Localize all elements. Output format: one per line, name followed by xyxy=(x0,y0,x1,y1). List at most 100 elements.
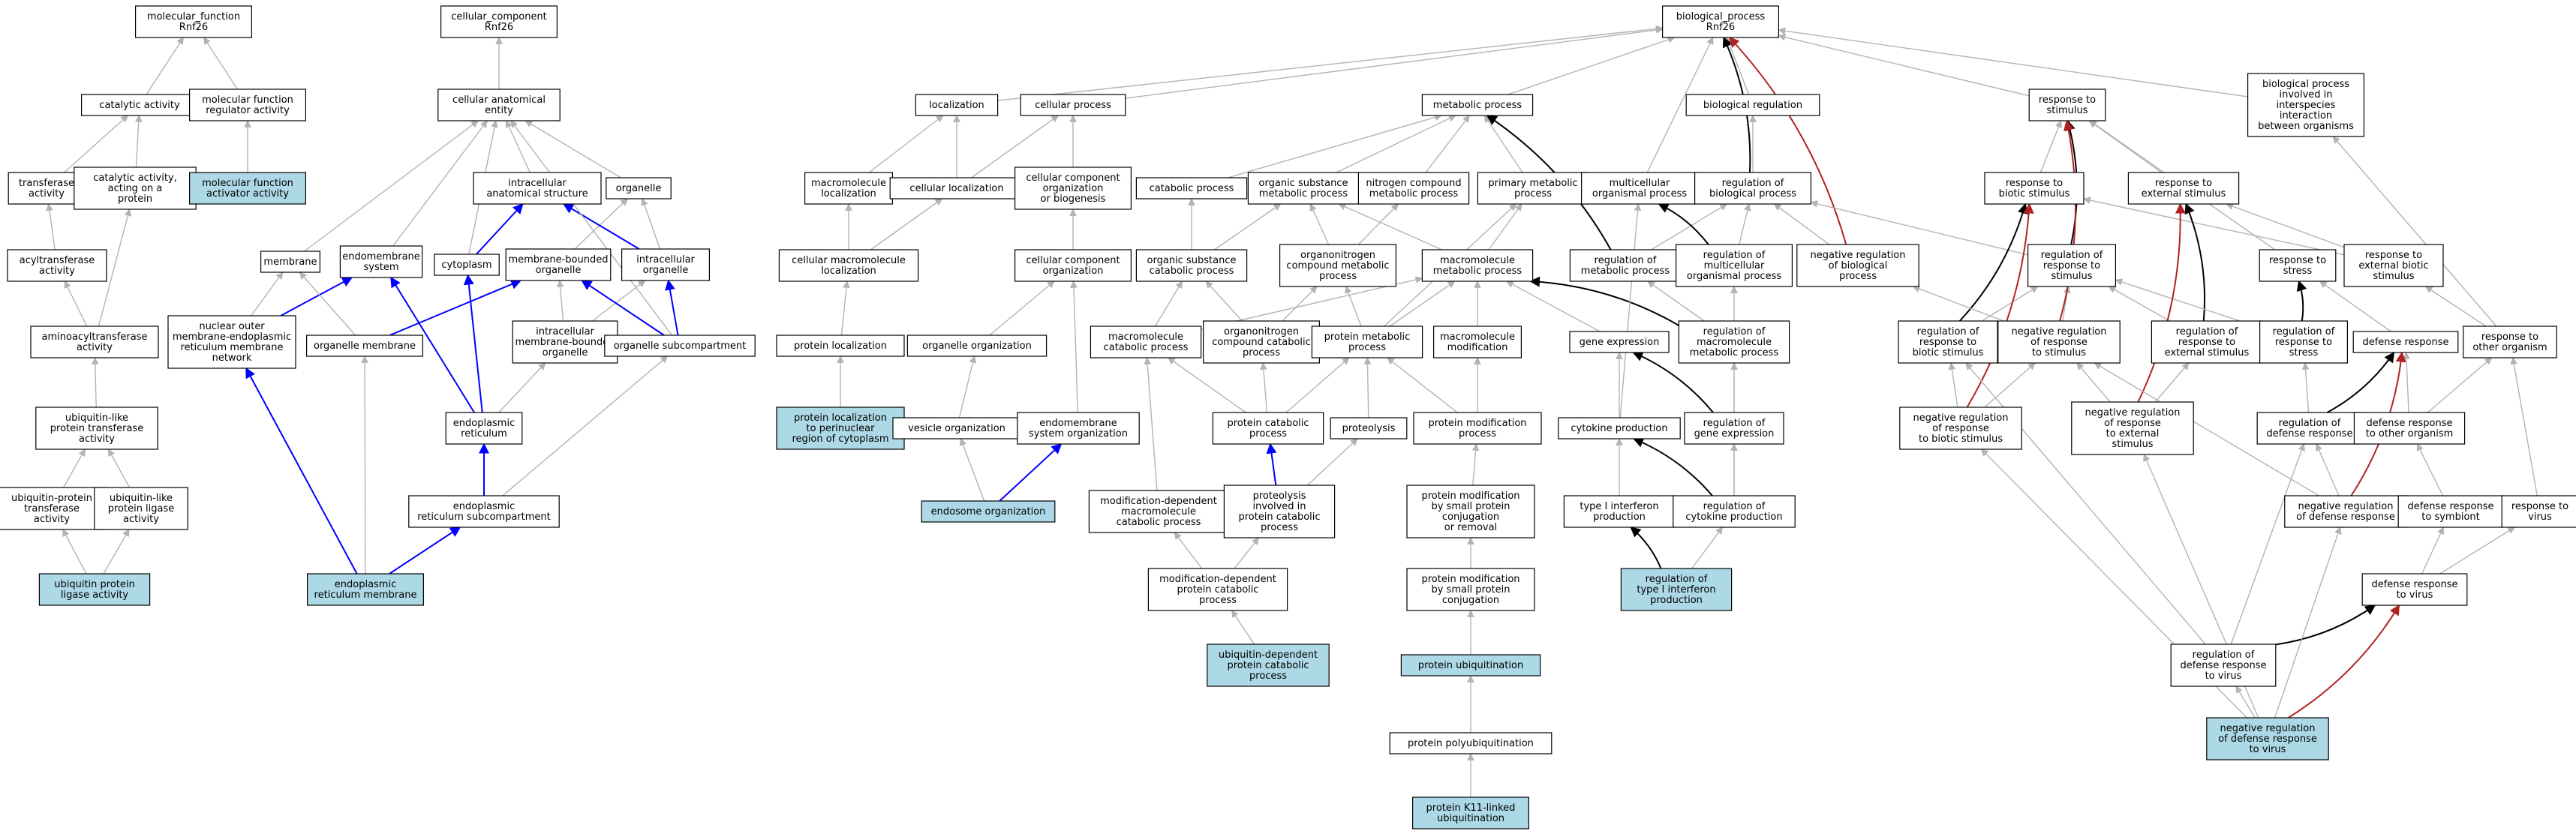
term-node[interactable]: modification-dependentmacromoleculecatab… xyxy=(1088,490,1229,533)
term-node[interactable]: organelle organization xyxy=(906,334,1048,357)
term-node[interactable]: gene expression xyxy=(1569,331,1670,353)
term-node[interactable]: nuclear outermembrane-endoplasmicreticul… xyxy=(167,315,296,369)
term-node[interactable]: localization xyxy=(915,94,999,116)
term-node[interactable]: vesicle organization xyxy=(892,417,1021,440)
term-node[interactable]: organelle subcompartment xyxy=(604,334,756,357)
term-node[interactable]: protein polyubiquitination xyxy=(1389,732,1553,754)
term-node[interactable]: endosome organization xyxy=(921,500,1056,523)
term-node[interactable]: cytoplasm xyxy=(434,254,500,276)
term-node[interactable]: cellular process xyxy=(1020,94,1126,116)
term-node[interactable]: defense response xyxy=(2352,331,2459,353)
term-node[interactable]: metabolic process xyxy=(1421,94,1534,116)
term-node[interactable]: cellular localization xyxy=(889,177,1024,200)
term-node[interactable]: catalytic activity xyxy=(80,94,199,116)
term-node[interactable]: cytokine production xyxy=(1558,417,1681,440)
term-node[interactable]: protein ubiquitination xyxy=(1400,654,1541,676)
term-node[interactable]: biological regulation xyxy=(1685,94,1820,116)
term-node[interactable]: membrane xyxy=(260,250,321,273)
term-node[interactable]: organelle membrane xyxy=(306,334,424,357)
term-node[interactable]: catabolic process xyxy=(1135,177,1248,200)
term-node[interactable]: protein localization xyxy=(776,334,905,357)
term-node[interactable]: organelle xyxy=(606,177,672,200)
term-node[interactable]: proteolysis xyxy=(1330,417,1408,440)
